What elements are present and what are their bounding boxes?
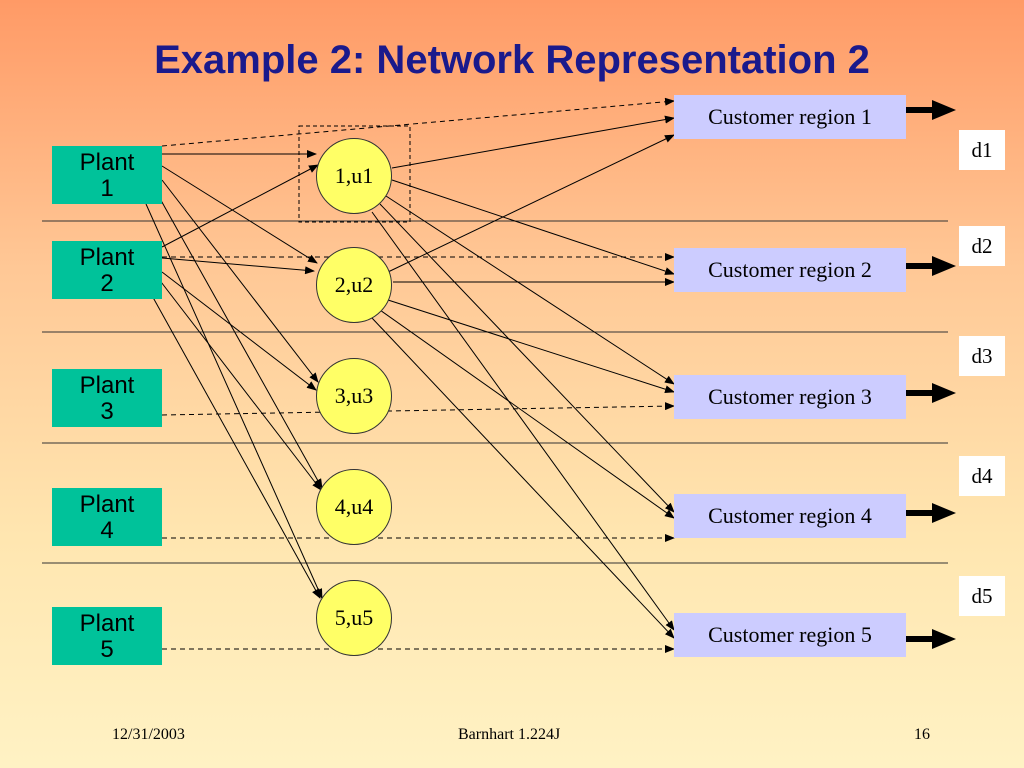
arc-p1-n2: [161, 165, 318, 264]
customer-region-3: Customer region 3: [674, 375, 906, 419]
node-1: 1,u1: [316, 138, 392, 214]
demand-d4: d4: [959, 456, 1005, 496]
arc-n1-r5: [371, 211, 675, 631]
customer-region-2: Customer region 2: [674, 248, 906, 292]
plant-number: 4: [100, 517, 114, 544]
node-5: 5,u5: [316, 580, 392, 656]
arc-plant3-region3: [161, 402, 675, 416]
arc-p2-n3: [161, 271, 317, 391]
arc-p2-n5: [149, 291, 321, 599]
demand-arrow-2: [906, 256, 956, 276]
row-separators: [42, 220, 948, 564]
plant-number: 2: [100, 270, 114, 297]
plant-number: 3: [100, 398, 114, 425]
plant-5: Plant 5: [52, 607, 162, 665]
arc-n2-r4: [379, 309, 675, 519]
footer-date: 12/31/2003: [112, 726, 185, 743]
node-region-arcs: [371, 115, 675, 639]
arc-p2-n1: [161, 164, 319, 248]
node-2: 2,u2: [316, 247, 392, 323]
arc-n1-r1: [391, 115, 675, 169]
plant-label: Plant: [79, 372, 135, 399]
plant-1: Plant 1: [52, 146, 162, 204]
arc-p1-n3: [161, 179, 319, 383]
plant-label: Plant: [79, 244, 135, 271]
arc-n2-r5: [371, 317, 675, 639]
customer-region-1: Customer region 1: [674, 95, 906, 139]
slide-title: Example 2: Network Representation 2: [154, 38, 870, 82]
plant-2: Plant 2: [52, 241, 162, 299]
plant-number: 5: [100, 636, 114, 663]
arc-n1-r2: [391, 179, 675, 275]
arc-p2-n2: [161, 257, 315, 275]
arc-n1-r3: [385, 195, 675, 385]
node-3: 3,u3: [316, 358, 392, 434]
customer-region-5: Customer region 5: [674, 613, 906, 657]
plant-label: Plant: [79, 491, 135, 518]
demand-arrow-1: [906, 100, 956, 120]
demand-arrows: [906, 100, 956, 649]
node1-dashed-box: [298, 125, 411, 223]
arc-n2-r3: [387, 299, 675, 394]
arc-plant1-region1: [161, 97, 675, 147]
arc-n1-r4: [379, 203, 675, 513]
node-4: 4,u4: [316, 469, 392, 545]
demand-arrow-3: [906, 383, 956, 403]
customer-region-4: Customer region 4: [674, 494, 906, 538]
demand-d5: d5: [959, 576, 1005, 616]
demand-d3: d3: [959, 336, 1005, 376]
direct-arcs: [161, 97, 675, 653]
demand-d1: d1: [959, 130, 1005, 170]
plant-label: Plant: [79, 149, 135, 176]
demand-arrow-4: [906, 503, 956, 523]
demand-d2: d2: [959, 226, 1005, 266]
plant-3: Plant 3: [52, 369, 162, 427]
arc-p2-n4: [157, 277, 322, 491]
footer-author: Barnhart 1.224J: [458, 726, 561, 743]
demand-arrow-5: [906, 629, 956, 649]
plant-number: 1: [100, 175, 114, 202]
plant-node-arcs: [145, 150, 323, 599]
arc-p1-n4: [157, 194, 323, 489]
plant-4: Plant 4: [52, 488, 162, 546]
plant-label: Plant: [79, 610, 135, 637]
footer-page-number: 16: [914, 726, 930, 743]
arc-n2-r1: [387, 134, 675, 273]
arc-p1-n5: [145, 203, 323, 599]
